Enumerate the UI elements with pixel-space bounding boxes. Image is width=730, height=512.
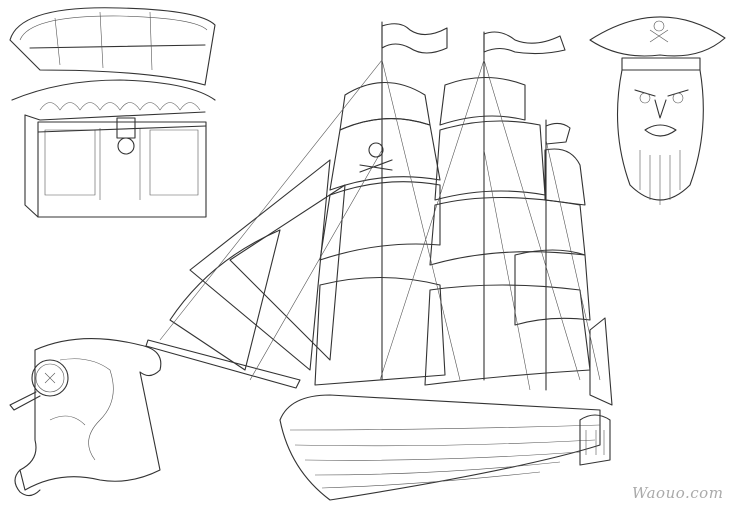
pirate-ship [145, 21, 613, 501]
pirate-face [589, 16, 726, 205]
watermark: Waouo.com [632, 484, 724, 502]
treasure-map [9, 338, 162, 497]
treasure-chest [9, 7, 216, 218]
